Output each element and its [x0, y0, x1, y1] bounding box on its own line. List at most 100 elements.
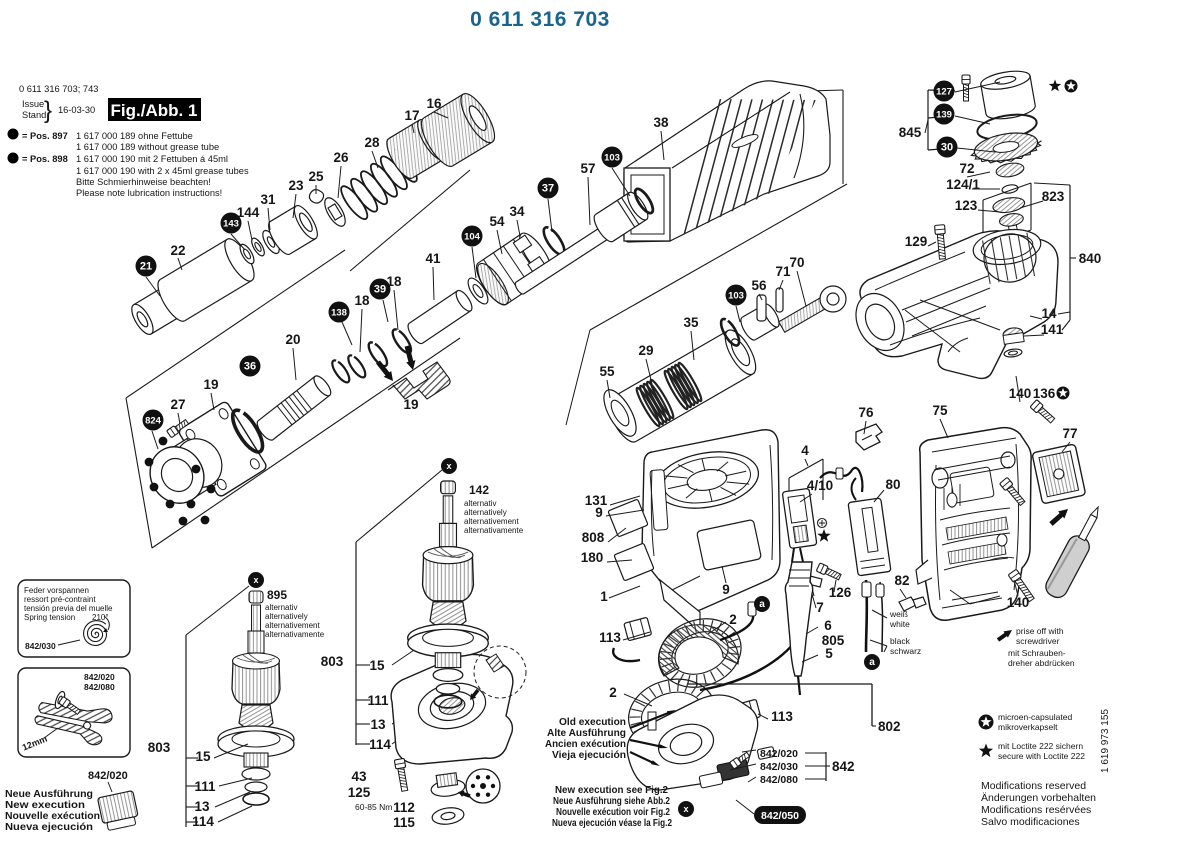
svg-text:16: 16 — [426, 96, 442, 111]
svg-text:20: 20 — [285, 332, 300, 347]
svg-text:1 617 000 189 without grease t: 1 617 000 189 without grease tube — [76, 142, 219, 152]
svg-text:845: 845 — [899, 125, 922, 140]
svg-text:a: a — [869, 657, 875, 668]
svg-text:141: 141 — [1041, 322, 1064, 337]
svg-text:x: x — [683, 804, 688, 814]
svg-text:143: 143 — [223, 219, 239, 230]
svg-text:36: 36 — [244, 361, 256, 373]
svg-text:mit Loctite 222 sichern: mit Loctite 222 sichern — [998, 741, 1083, 751]
svg-text:114: 114 — [192, 814, 214, 829]
svg-text:Fig./Abb. 1: Fig./Abb. 1 — [111, 101, 198, 120]
svg-text:1 619 973 155: 1 619 973 155 — [1100, 709, 1111, 773]
svg-text:= Pos. 897: = Pos. 897 — [22, 131, 68, 141]
svg-text:113: 113 — [771, 709, 793, 724]
svg-text:Stand: Stand — [22, 110, 46, 120]
svg-text:New execution: New execution — [5, 799, 85, 811]
svg-text:842/020: 842/020 — [84, 672, 115, 682]
svg-text:37: 37 — [542, 183, 554, 195]
svg-text:55: 55 — [599, 364, 615, 379]
svg-text:Neue Ausführung siehe Abb.2: Neue Ausführung siehe Abb.2 — [553, 795, 670, 807]
svg-text:60-85 Nm: 60-85 Nm — [355, 802, 392, 812]
svg-text:842/030: 842/030 — [760, 761, 798, 773]
svg-text:22: 22 — [170, 243, 185, 258]
svg-text:803: 803 — [148, 740, 171, 755]
svg-text:prise off with: prise off with — [1016, 626, 1064, 636]
svg-text:29: 29 — [638, 343, 653, 358]
svg-text:805: 805 — [822, 633, 845, 648]
svg-text:112: 112 — [393, 800, 415, 815]
svg-text:75: 75 — [932, 403, 948, 418]
svg-text:80: 80 — [885, 477, 900, 492]
svg-text:125: 125 — [348, 785, 371, 800]
svg-text:white: white — [889, 619, 910, 629]
svg-text:Old execution: Old execution — [559, 716, 626, 728]
svg-text:alternativement: alternativement — [265, 621, 320, 630]
svg-text:alternativ: alternativ — [464, 499, 496, 508]
svg-text:76: 76 — [858, 405, 874, 420]
svg-text:Änderungen vorbehalten: Änderungen vorbehalten — [981, 792, 1096, 804]
svg-text:9: 9 — [722, 582, 730, 597]
svg-text:14: 14 — [1041, 306, 1057, 321]
svg-text:840: 840 — [1079, 251, 1102, 266]
svg-text:Spring tension: Spring tension — [24, 613, 75, 622]
svg-text:138: 138 — [331, 308, 347, 319]
svg-text:56: 56 — [751, 278, 767, 293]
svg-text:842/020: 842/020 — [88, 770, 128, 782]
svg-text:103: 103 — [728, 291, 744, 302]
svg-text:4: 4 — [801, 443, 809, 458]
svg-text:21: 21 — [140, 261, 152, 273]
svg-text:82: 82 — [894, 573, 909, 588]
svg-text:123: 123 — [955, 198, 978, 213]
svg-text:19: 19 — [403, 397, 418, 412]
svg-text:18: 18 — [354, 293, 370, 308]
svg-text:alternativamente: alternativamente — [265, 630, 325, 639]
svg-text:1 617 000 190 mit 2 Fettuben á: 1 617 000 190 mit 2 Fettuben á 45ml — [76, 154, 228, 164]
svg-text:19: 19 — [203, 377, 218, 392]
svg-text:39: 39 — [374, 284, 386, 296]
svg-text:131: 131 — [585, 493, 608, 508]
svg-text:127: 127 — [936, 87, 952, 98]
svg-text:alternatively: alternatively — [464, 508, 507, 517]
svg-text:824: 824 — [145, 416, 162, 427]
svg-text:black: black — [890, 636, 911, 646]
svg-text:124/1: 124/1 — [946, 177, 980, 192]
svg-text:114: 114 — [369, 737, 391, 752]
svg-text:secure with Loctite 222: secure with Loctite 222 — [998, 751, 1085, 761]
svg-text:}: } — [44, 97, 52, 124]
svg-text:ressort pré-contraint: ressort pré-contraint — [24, 595, 96, 604]
svg-text:126: 126 — [829, 585, 852, 600]
svg-text:129: 129 — [905, 234, 928, 249]
svg-text:a: a — [759, 599, 765, 610]
svg-text:34: 34 — [509, 204, 525, 219]
svg-text:dreher abdrücken: dreher abdrücken — [1008, 658, 1075, 668]
svg-text:41: 41 — [425, 251, 441, 266]
svg-text:x: x — [446, 461, 451, 471]
svg-text:26: 26 — [333, 150, 349, 165]
svg-text:5: 5 — [825, 646, 833, 661]
svg-text:43: 43 — [351, 769, 367, 784]
svg-text:842/080: 842/080 — [760, 774, 798, 786]
svg-text:Vieja ejecución: Vieja ejecución — [552, 749, 626, 761]
svg-text:31: 31 — [260, 192, 276, 207]
svg-text:microen-capsulated: microen-capsulated — [998, 712, 1072, 722]
svg-text:Nouvelle exécution: Nouvelle exécution — [5, 810, 100, 822]
svg-text:72: 72 — [959, 161, 974, 176]
svg-text:180: 180 — [581, 550, 604, 565]
svg-text:Bitte Schmierhinweise beachten: Bitte Schmierhinweise beachten! — [76, 177, 211, 187]
svg-text:screwdriver: screwdriver — [1016, 636, 1060, 646]
svg-text:802: 802 — [878, 719, 901, 734]
svg-text:18: 18 — [386, 274, 402, 289]
svg-text:111: 111 — [194, 779, 216, 794]
svg-text:54: 54 — [489, 214, 505, 229]
svg-text:104: 104 — [464, 232, 481, 243]
svg-text:17: 17 — [404, 108, 419, 123]
svg-text:Nueva ejecución: Nueva ejecución — [5, 821, 93, 833]
svg-text:Modifications resérvées: Modifications resérvées — [981, 804, 1091, 816]
svg-text:842/050: 842/050 — [761, 810, 799, 822]
svg-text:142: 142 — [469, 483, 489, 497]
svg-text:Issue: Issue — [22, 99, 44, 109]
svg-text:9: 9 — [595, 505, 603, 520]
svg-text:Please note lubrication instru: Please note lubrication instructions! — [76, 188, 222, 198]
svg-text:136: 136 — [1033, 386, 1056, 401]
svg-text:0 611 316 703; 743: 0 611 316 703; 743 — [19, 84, 98, 94]
